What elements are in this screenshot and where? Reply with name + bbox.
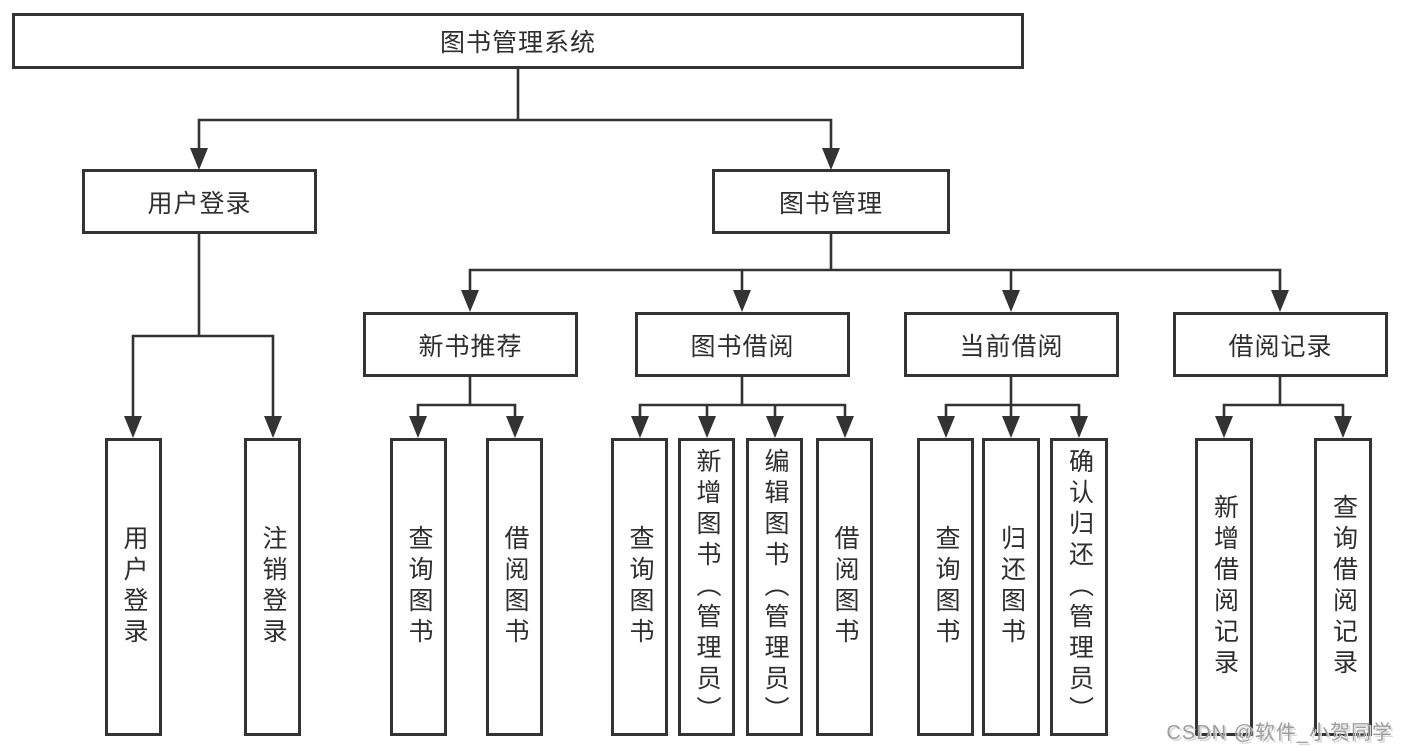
leaf-borrow-books-recommend: 借阅图书	[486, 438, 543, 736]
leaf-query-borrow-record-label: 查询借阅记录	[1329, 494, 1358, 680]
leaf-query-books-recommend: 查询图书	[390, 438, 447, 736]
leaf-add-book-admin-label: 新增图书（管理员）	[693, 447, 721, 727]
leaf-query-books-current-label: 查询图书	[932, 525, 960, 649]
node-new-book-recommend: 新书推荐	[363, 312, 578, 377]
csdn-watermark: CSDN @软件_小贺同学	[1166, 722, 1393, 744]
node-borrow-records-label: 借阅记录	[1228, 332, 1333, 361]
node-book-management-label: 图书管理	[778, 189, 883, 218]
leaf-query-books-current: 查询图书	[917, 438, 974, 736]
node-current-borrow: 当前借阅	[904, 312, 1119, 377]
leaf-query-books-recommend-label: 查询图书	[405, 525, 433, 649]
node-root-label: 图书管理系统	[439, 29, 596, 57]
leaf-borrow-books-2-label: 借阅图书	[831, 525, 859, 649]
leaf-return-books-label: 归还图书	[997, 525, 1026, 649]
node-book-borrow: 图书借阅	[635, 312, 850, 377]
node-borrow-records: 借阅记录	[1173, 312, 1388, 377]
leaf-add-book-admin: 新增图书（管理员）	[678, 438, 735, 736]
leaf-borrow-books-recommend-label: 借阅图书	[501, 525, 529, 649]
leaf-user-login-label: 用户登录	[120, 525, 148, 649]
leaf-logout-label: 注销登录	[259, 525, 287, 649]
leaf-query-books-borrow-label: 查询图书	[626, 525, 654, 649]
node-book-management: 图书管理	[712, 169, 950, 234]
leaf-add-borrow-record: 新增借阅记录	[1195, 438, 1253, 736]
node-root: 图书管理系统	[12, 13, 1024, 69]
node-user-login-label: 用户登录	[147, 189, 252, 218]
node-new-book-recommend-label: 新书推荐	[418, 332, 523, 361]
leaf-logout: 注销登录	[244, 438, 301, 736]
leaf-query-books-borrow: 查询图书	[611, 438, 668, 736]
node-user-login: 用户登录	[82, 169, 317, 234]
leaf-add-borrow-record-label: 新增借阅记录	[1210, 494, 1239, 680]
leaf-confirm-return-admin: 确认归还（管理员）	[1050, 438, 1108, 736]
leaf-user-login: 用户登录	[105, 438, 162, 736]
leaf-edit-book-admin-label: 编辑图书（管理员）	[761, 447, 789, 727]
leaf-return-books: 归还图书	[982, 438, 1040, 736]
leaf-edit-book-admin: 编辑图书（管理员）	[746, 438, 803, 736]
node-current-borrow-label: 当前借阅	[959, 332, 1064, 361]
leaf-query-borrow-record: 查询借阅记录	[1314, 438, 1372, 736]
node-book-borrow-label: 图书借阅	[690, 332, 795, 361]
leaf-confirm-return-admin-label: 确认归还（管理员）	[1065, 447, 1094, 727]
leaf-borrow-books-2: 借阅图书	[816, 438, 873, 736]
